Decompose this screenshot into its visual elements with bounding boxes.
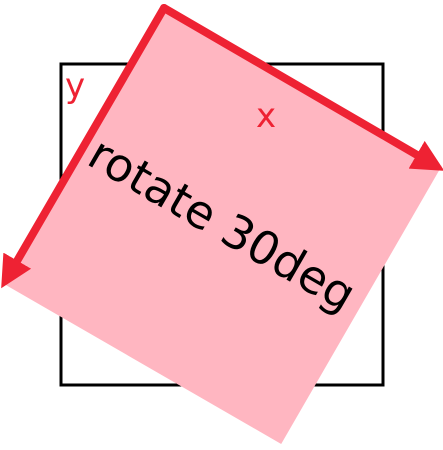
x-axis-label: x xyxy=(256,96,276,136)
y-axis-arrow xyxy=(1,4,168,289)
rotated-square-group: rotate 30deg xyxy=(2,5,442,444)
y-axis-label: y xyxy=(65,66,85,106)
rotated-square xyxy=(2,5,442,444)
x-axis-arrow xyxy=(160,4,443,171)
